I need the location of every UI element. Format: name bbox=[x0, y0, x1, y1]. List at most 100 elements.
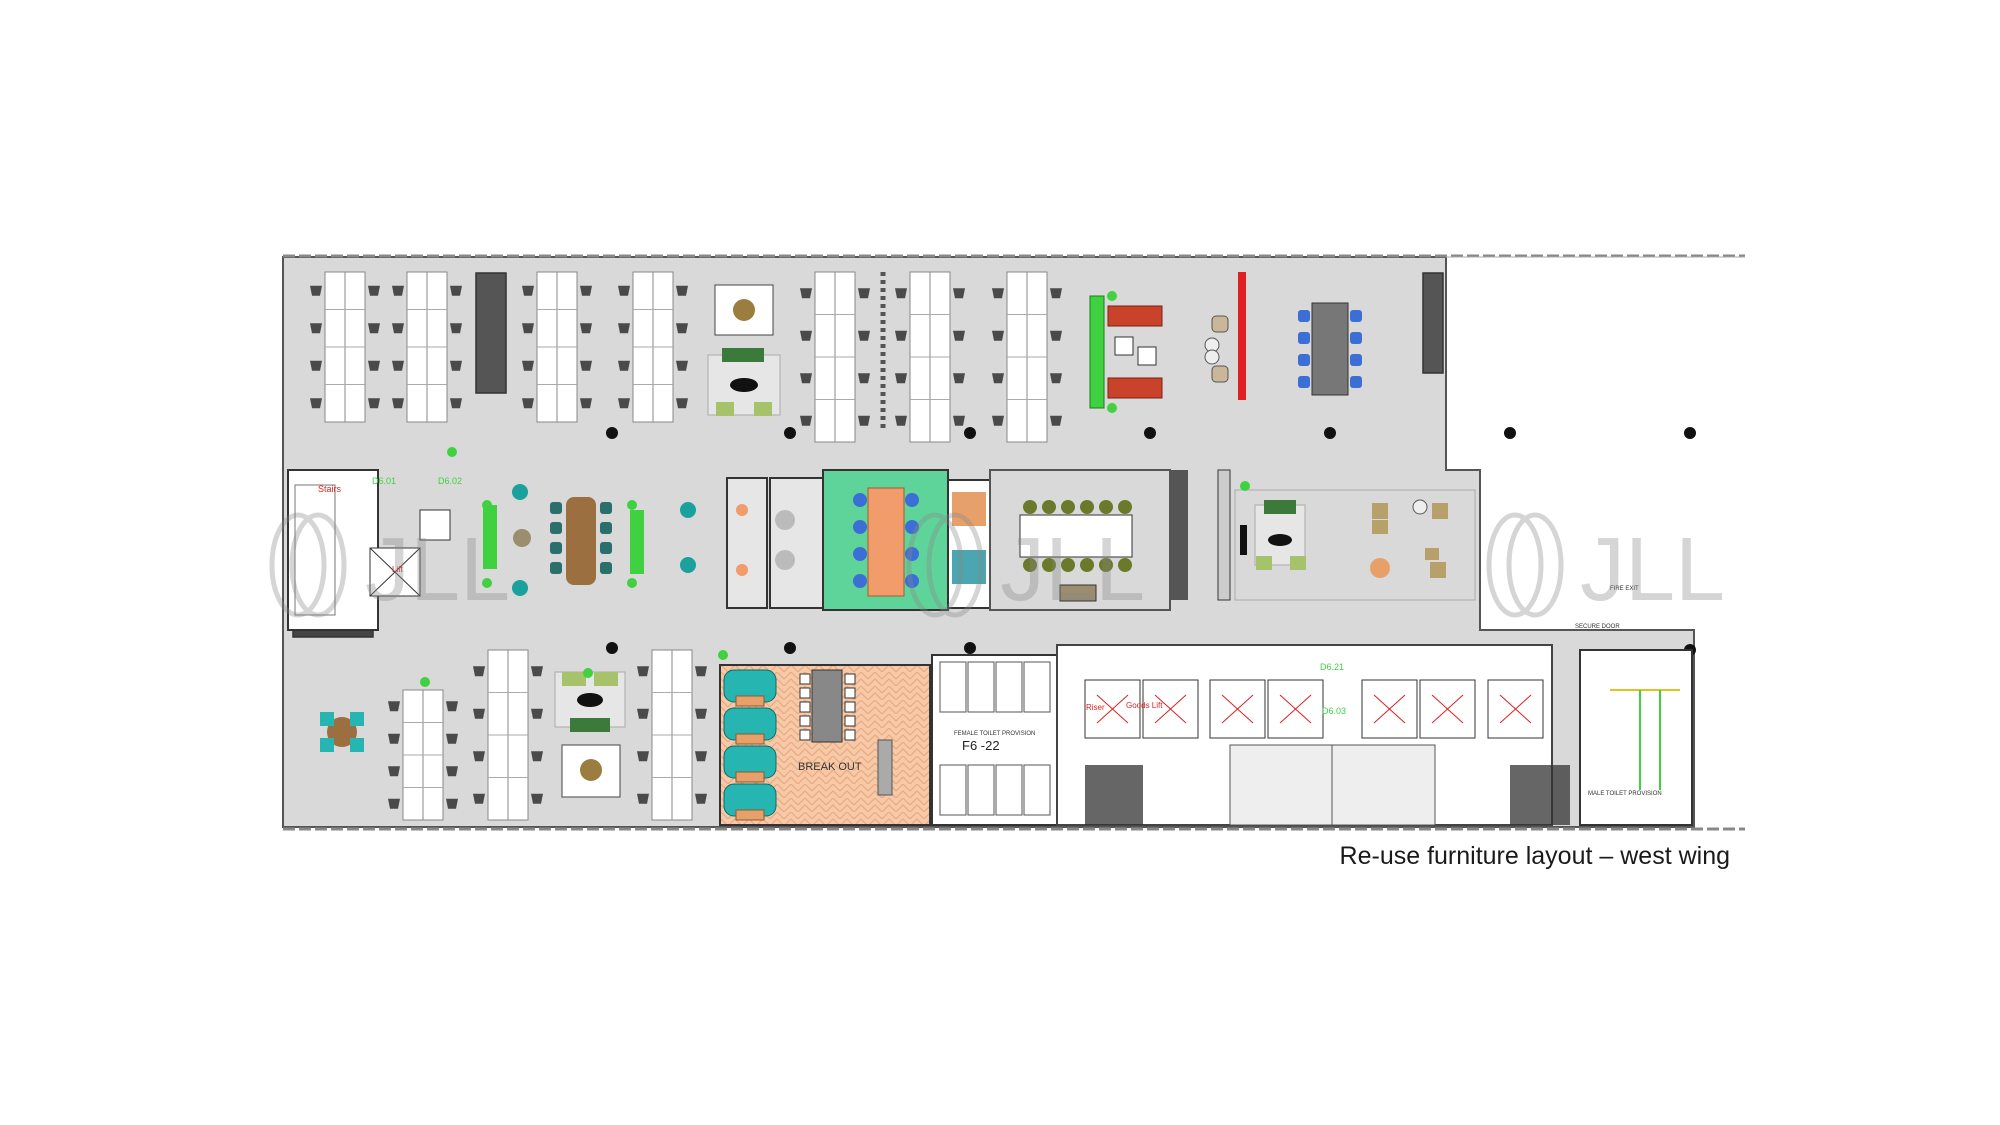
column bbox=[1324, 427, 1336, 439]
workstation-bench bbox=[402, 689, 444, 821]
boardroom-chair bbox=[1061, 558, 1075, 572]
task-chair bbox=[450, 398, 462, 409]
services-core bbox=[1056, 644, 1570, 826]
workstation-bench bbox=[536, 271, 578, 423]
svg-text:JLL: JLL bbox=[365, 520, 510, 620]
task-chair bbox=[895, 288, 907, 299]
task-chair bbox=[992, 330, 1004, 341]
collab-zone-left bbox=[483, 484, 696, 596]
column bbox=[784, 642, 796, 654]
marker-dot bbox=[447, 447, 457, 457]
task-chair bbox=[800, 330, 812, 341]
task-chair bbox=[992, 373, 1004, 384]
marker-dot bbox=[420, 677, 430, 687]
boardroom-chair bbox=[1099, 558, 1113, 572]
task-chair bbox=[800, 288, 812, 299]
svg-text:JLL: JLL bbox=[1580, 520, 1725, 620]
meeting-chair bbox=[853, 493, 867, 507]
green-room-chairs bbox=[853, 493, 919, 588]
door-tag: D6.03 bbox=[1322, 706, 1346, 716]
task-chair bbox=[368, 360, 380, 371]
task-chair bbox=[895, 415, 907, 426]
lift-shaft bbox=[1361, 679, 1418, 739]
meeting-chair bbox=[905, 574, 919, 588]
task-chair bbox=[637, 751, 649, 762]
marker-dot bbox=[1240, 481, 1250, 491]
task-chair bbox=[473, 793, 485, 804]
jll-watermark-right: JLL bbox=[1486, 512, 1725, 620]
task-chair bbox=[368, 398, 380, 409]
teal-chair bbox=[550, 562, 562, 574]
cubicle bbox=[1023, 764, 1051, 816]
stair-lift-core bbox=[287, 469, 451, 631]
break-out-label: BREAK OUT bbox=[798, 761, 862, 773]
task-chair bbox=[953, 415, 965, 426]
secure-door-label: SECURE DOOR bbox=[1575, 624, 1620, 630]
task-chair bbox=[695, 666, 707, 677]
workstation-bench bbox=[1006, 271, 1048, 443]
task-chair bbox=[858, 415, 870, 426]
task-chair bbox=[895, 330, 907, 341]
task-chair bbox=[450, 323, 462, 334]
task-chair bbox=[388, 733, 400, 744]
teal-chair bbox=[600, 502, 612, 514]
column bbox=[964, 427, 976, 439]
plan-caption: Re-use furniture layout – west wing bbox=[1339, 842, 1730, 870]
break-chair bbox=[844, 687, 856, 699]
task-chair bbox=[637, 793, 649, 804]
task-chair bbox=[310, 398, 322, 409]
task-chair bbox=[618, 398, 630, 409]
teal-chair bbox=[550, 542, 562, 554]
cubicle bbox=[995, 764, 1023, 816]
boardroom-chair bbox=[1042, 558, 1056, 572]
female-toilets-label: FEMALE TOILET PROVISION bbox=[954, 731, 1035, 737]
teal-booths bbox=[723, 669, 777, 821]
male-toilets bbox=[1579, 649, 1693, 826]
task-chair bbox=[953, 330, 965, 341]
break-out-chairs bbox=[799, 673, 856, 741]
door-tag: D6.01 bbox=[372, 476, 396, 486]
task-chair bbox=[473, 666, 485, 677]
quiet-rooms bbox=[726, 477, 824, 609]
task-chair bbox=[618, 360, 630, 371]
lift-shaft bbox=[1209, 679, 1266, 739]
jll-watermark-left: JLL bbox=[269, 512, 510, 620]
task-chair bbox=[388, 701, 400, 712]
blue-chair bbox=[1350, 376, 1362, 388]
workstation-bench bbox=[814, 271, 856, 443]
lift-shaft bbox=[1142, 679, 1199, 739]
task-chair bbox=[637, 666, 649, 677]
task-chair bbox=[676, 323, 688, 334]
boardroom-chair bbox=[1023, 500, 1037, 514]
blue-chair bbox=[1350, 354, 1362, 366]
task-chair bbox=[392, 360, 404, 371]
sofa-lounge bbox=[1089, 295, 1163, 409]
task-chair bbox=[800, 415, 812, 426]
workstation-bench bbox=[651, 649, 693, 821]
blue-chair bbox=[1350, 310, 1362, 322]
locker-bank bbox=[1170, 469, 1231, 601]
task-chair bbox=[368, 323, 380, 334]
cubicle bbox=[1023, 661, 1051, 713]
task-chair bbox=[1050, 330, 1062, 341]
marker-dot bbox=[1107, 403, 1117, 413]
task-chair bbox=[676, 360, 688, 371]
task-chair bbox=[895, 373, 907, 384]
booth-table bbox=[735, 695, 765, 707]
fire-exit-label: FIRE EXIT bbox=[1610, 586, 1639, 592]
focus-pod-lower bbox=[554, 671, 626, 798]
blue-chair bbox=[1298, 332, 1310, 344]
workstation-bench bbox=[324, 271, 366, 423]
lift-label: Lift bbox=[392, 565, 403, 574]
task-chair bbox=[450, 360, 462, 371]
task-chair bbox=[580, 323, 592, 334]
booth-table bbox=[735, 809, 765, 821]
task-chair bbox=[310, 323, 322, 334]
lift-shaft bbox=[1419, 679, 1476, 739]
boardroom-chair bbox=[1118, 558, 1132, 572]
boardroom-chair bbox=[1118, 500, 1132, 514]
task-chairs bbox=[310, 285, 1062, 809]
marker-dot bbox=[482, 500, 492, 510]
task-chair bbox=[392, 285, 404, 296]
break-chair bbox=[799, 701, 811, 713]
